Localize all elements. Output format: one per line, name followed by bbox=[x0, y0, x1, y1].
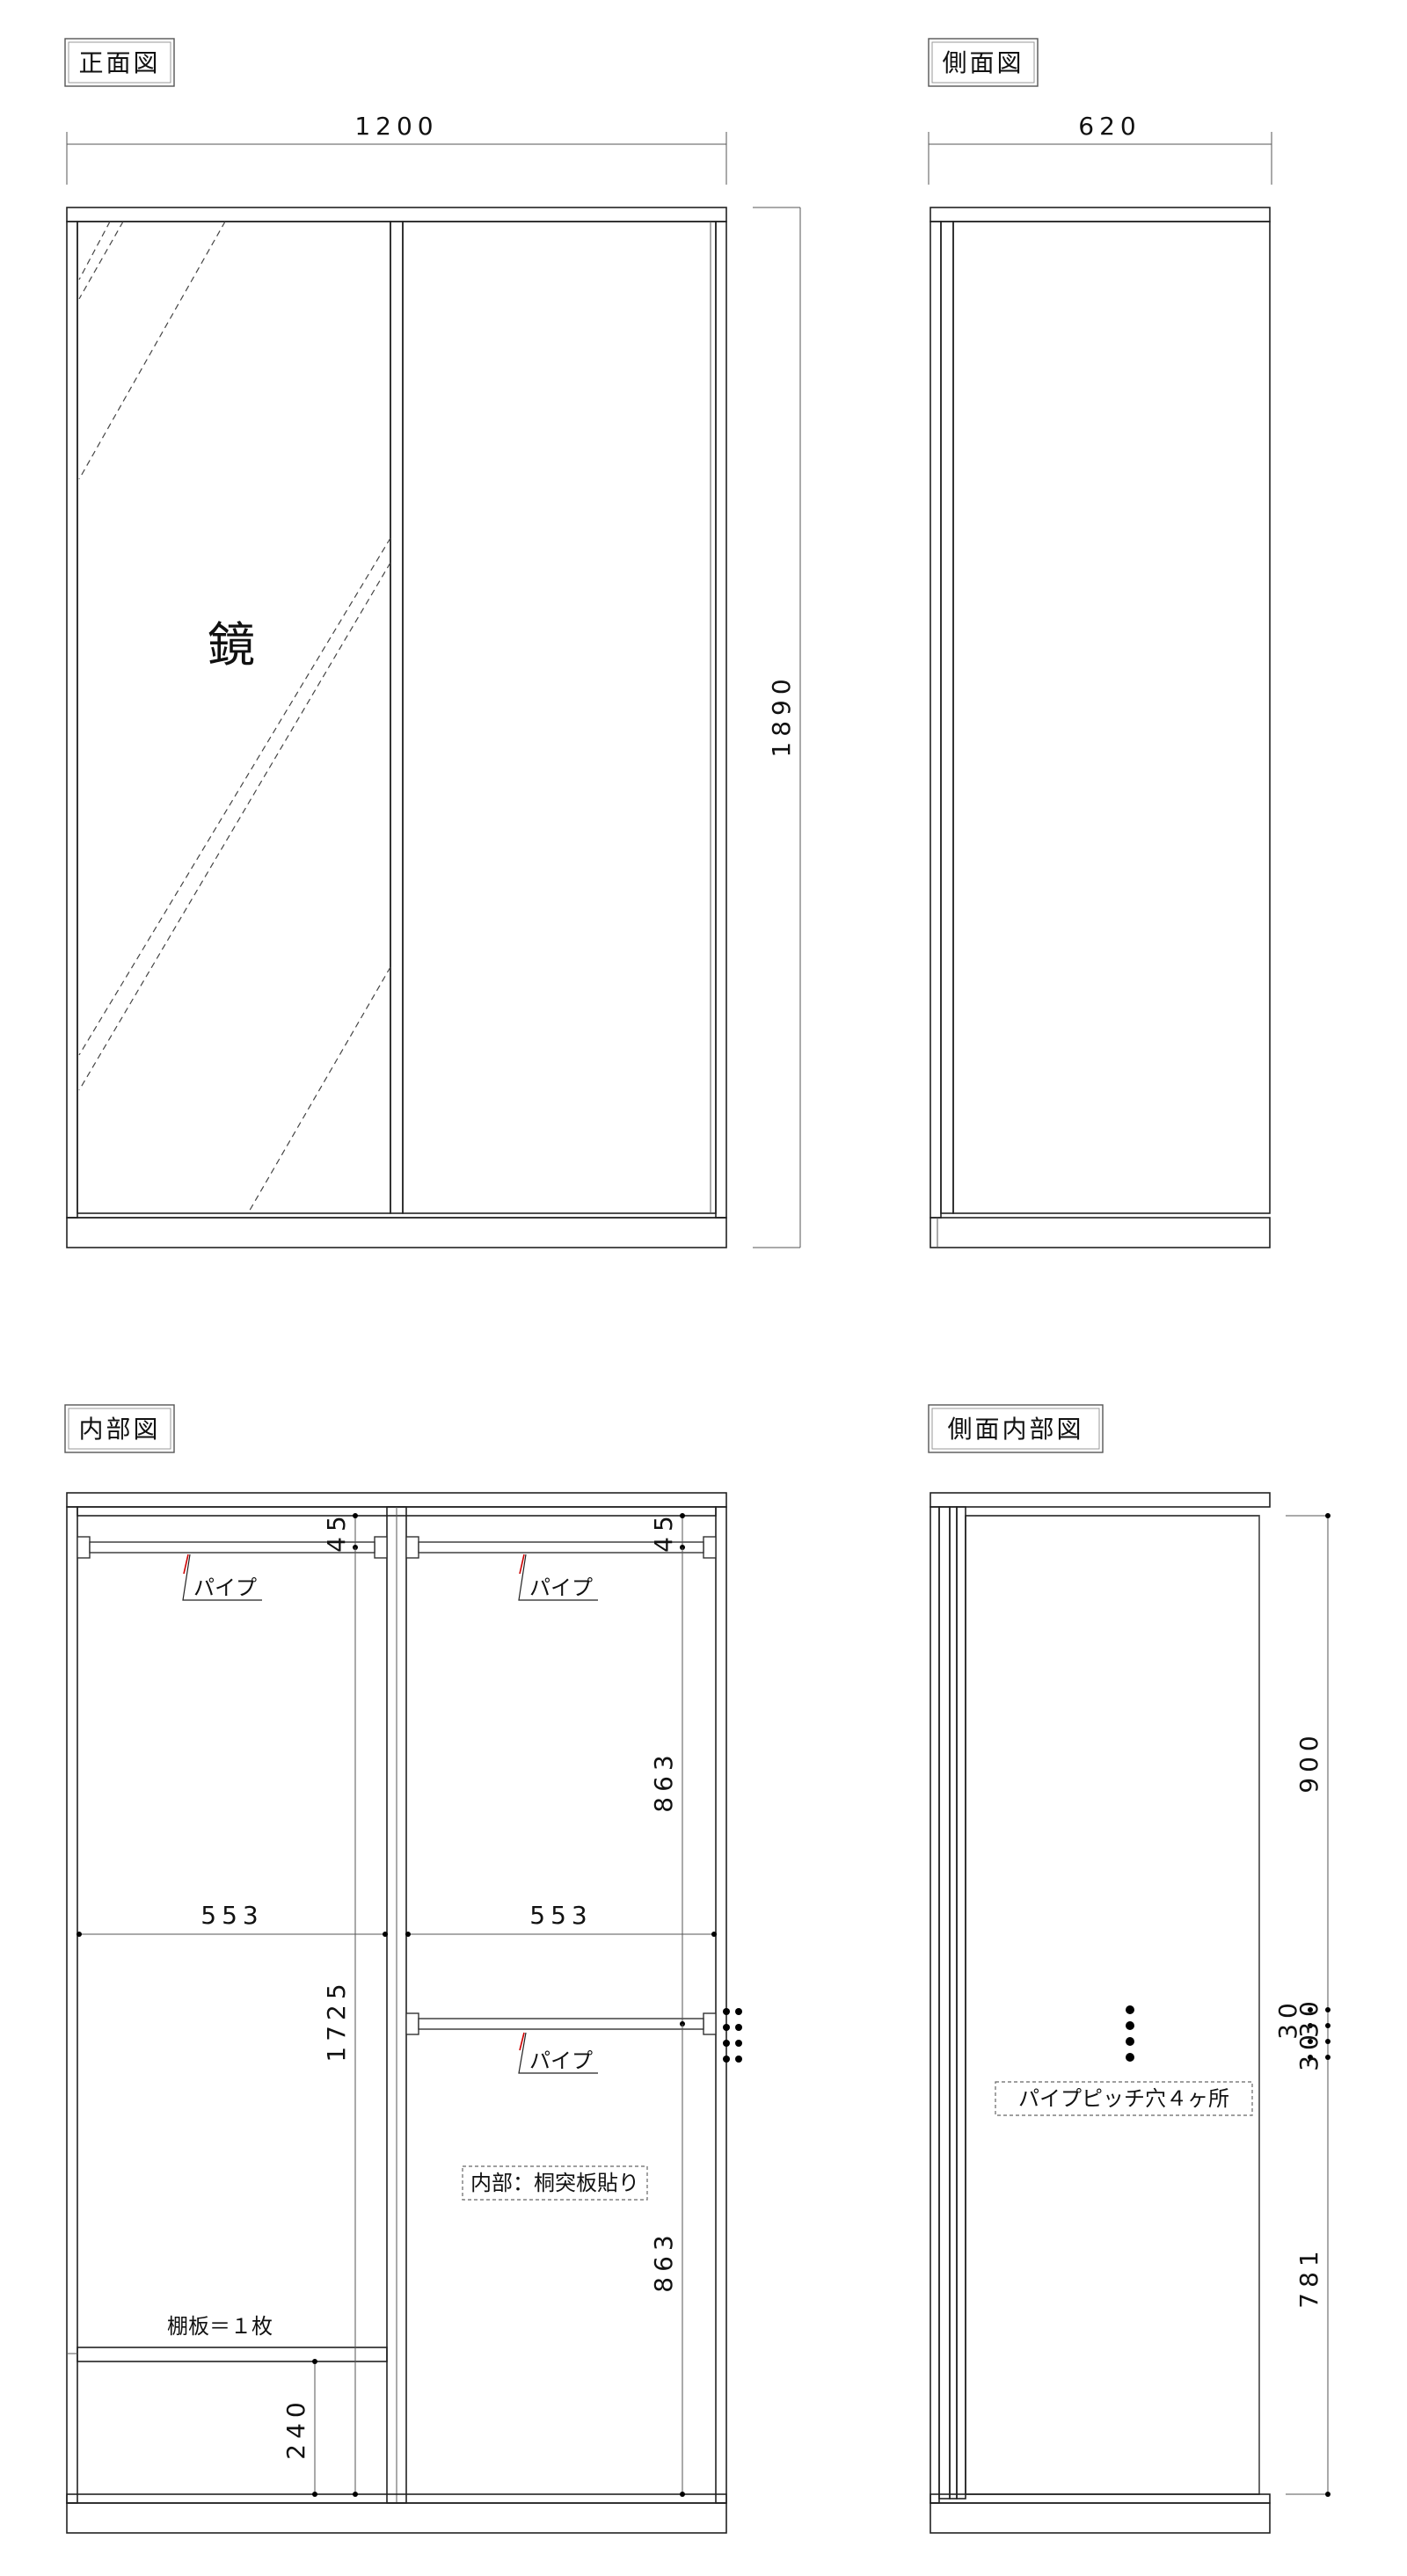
interior-shelf bbox=[77, 2347, 388, 2362]
left-pipe-callout: パイプ bbox=[182, 1554, 262, 1601]
pipe-offset-right-label: 45 bbox=[649, 1510, 678, 1553]
left-pipe-height-dimension: 1725 bbox=[322, 1547, 358, 2497]
side-interior-frame bbox=[938, 1506, 951, 2500]
interior-view: 内部図 棚板＝１枚 パイプ bbox=[64, 1404, 742, 2534]
right-lower-height-label: 863 bbox=[649, 2230, 678, 2292]
side-depth-dimension: 620 bbox=[928, 112, 1272, 185]
front-left-door-mirror bbox=[77, 221, 391, 1214]
right-lower-pipe-callout: パイプ bbox=[518, 2032, 598, 2074]
side-vertical-dimensions bbox=[1286, 1513, 1330, 2497]
front-view-title-box bbox=[64, 38, 175, 87]
left-pipe-label: パイプ bbox=[193, 1575, 257, 1600]
left-pipe bbox=[77, 1536, 388, 1559]
pipe-offset-right-dimension: 45 bbox=[649, 1510, 685, 1553]
side-depth-label: 620 bbox=[1078, 112, 1141, 141]
pipe-offset-left-dimension: 45 bbox=[322, 1510, 358, 1553]
right-upper-pipe bbox=[405, 1536, 717, 1559]
side-interior-door-edge bbox=[929, 1506, 940, 2504]
pipe-pitch-box bbox=[995, 2081, 1253, 2116]
side-interior-frame-inner bbox=[949, 1506, 958, 2500]
pipe-offset-left-label: 45 bbox=[322, 1510, 351, 1553]
interior-pitch-holes bbox=[723, 2008, 742, 2063]
right-lower-pipe-label: パイプ bbox=[529, 2048, 593, 2073]
mirror-label: 鏡 bbox=[208, 617, 255, 673]
right-upper-pipe-callout: パイプ bbox=[518, 1554, 598, 1601]
mirror-reflection-lines bbox=[78, 221, 391, 1214]
interior-view-title-box bbox=[64, 1404, 175, 1453]
left-pipe-height-label: 1725 bbox=[322, 1978, 351, 2062]
side-interior-title-box bbox=[928, 1404, 1104, 1453]
side-interior-title: 側面内部図 bbox=[947, 1415, 1083, 1444]
front-right-door bbox=[402, 221, 717, 1214]
side-view-title: 側面図 bbox=[942, 48, 1024, 77]
side-frame bbox=[940, 221, 954, 1214]
side-view-title-box bbox=[928, 38, 1039, 87]
interior-finish-box bbox=[462, 2165, 648, 2201]
front-width-label: 1200 bbox=[354, 112, 438, 141]
right-upper-height-label: 863 bbox=[649, 1750, 678, 1812]
interior-plinth bbox=[66, 2502, 727, 2534]
right-lower-pipe bbox=[405, 2012, 717, 2035]
side-pitch-holes bbox=[1126, 2005, 1134, 2062]
side-pitch-1-label: 30 bbox=[1273, 1997, 1302, 2040]
right-upper-pipe-label: パイプ bbox=[529, 1575, 593, 1600]
side-top-board bbox=[929, 207, 1271, 222]
front-width-dimension: 1200 bbox=[66, 112, 727, 185]
front-center-stile bbox=[390, 221, 404, 1214]
side-interior-plinth bbox=[929, 2502, 1271, 2534]
side-interior-panel bbox=[965, 1515, 1260, 2495]
pipe-pitch-label: パイプピッチ穴４ヶ所 bbox=[1018, 2086, 1229, 2111]
shelf-height-label: 240 bbox=[281, 2397, 310, 2459]
shelf-height-dimension: 240 bbox=[281, 2359, 317, 2497]
side-top-dimension-label: 900 bbox=[1294, 1730, 1323, 1793]
front-right-side-panel bbox=[715, 221, 727, 1219]
inner-width-right-label: 553 bbox=[529, 1901, 592, 1930]
interior-right-side bbox=[715, 1506, 727, 2504]
interior-top-board bbox=[66, 1492, 727, 1508]
front-height-dimension: 1890 bbox=[753, 207, 801, 1248]
interior-view-title: 内部図 bbox=[78, 1415, 160, 1444]
shelf-count-label: 棚板＝１枚 bbox=[167, 2314, 273, 2339]
inner-width-left-dimension: 553 bbox=[77, 1901, 388, 1937]
front-plinth bbox=[66, 1217, 727, 1248]
front-height-label: 1890 bbox=[767, 673, 796, 757]
side-interior-view: 側面内部図 パイプピッチ穴４ヶ所 bbox=[928, 1404, 1330, 2534]
side-view: 側面図 620 bbox=[928, 38, 1272, 1248]
right-upper-height-dimension: 863 bbox=[649, 1547, 685, 2027]
front-view-title: 正面図 bbox=[78, 48, 160, 77]
inner-width-left-label: 553 bbox=[200, 1901, 263, 1930]
side-interior-top bbox=[929, 1492, 1271, 1508]
inner-width-right-dimension: 553 bbox=[405, 1901, 717, 1937]
side-pitch-3-label: 30 bbox=[1294, 2029, 1323, 2071]
side-bottom-dimension-label: 781 bbox=[1294, 2245, 1323, 2308]
side-panel bbox=[952, 221, 1271, 1214]
side-interior-bottom bbox=[929, 2493, 1271, 2504]
interior-finish-label: 内部：桐突板貼り bbox=[470, 2171, 639, 2195]
front-left-side-panel bbox=[66, 221, 78, 1219]
side-pitch-2-label: 30 bbox=[1294, 1996, 1323, 2038]
right-lower-height-dimension: 863 bbox=[649, 2024, 685, 2497]
side-door-edge bbox=[929, 221, 942, 1219]
front-view: 正面図 1200 1890 bbox=[64, 38, 801, 1248]
side-plinth bbox=[929, 1217, 1271, 1248]
side-interior-back bbox=[956, 1506, 966, 2500]
front-top-board bbox=[66, 207, 727, 222]
